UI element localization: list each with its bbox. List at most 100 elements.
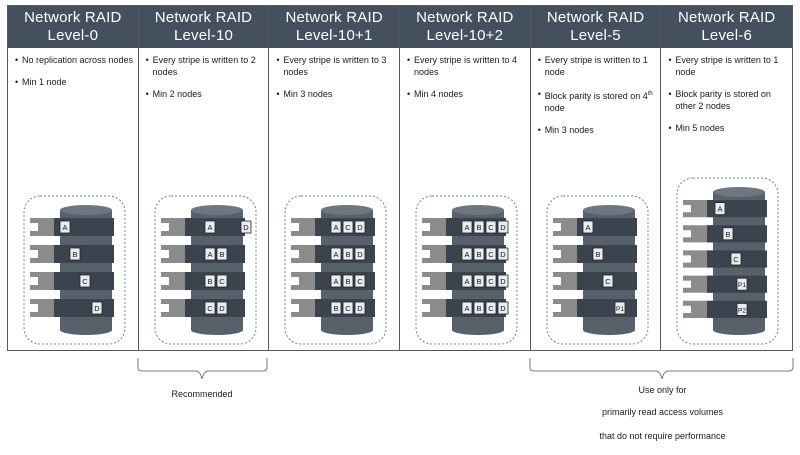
- data-block: C: [79, 274, 91, 288]
- block-box: [461, 301, 473, 315]
- block-label: B: [595, 250, 600, 259]
- block-label: C: [488, 250, 494, 259]
- block-box: [69, 247, 81, 261]
- data-block: D: [91, 301, 103, 315]
- bullet-list: Every stripe is written to 1 node Block …: [531, 48, 661, 136]
- data-block: D: [240, 220, 252, 234]
- block-box: [714, 202, 726, 215]
- block-label: B: [346, 277, 351, 286]
- block-box: [342, 274, 354, 288]
- data-block: C: [485, 274, 497, 288]
- data-block: B: [69, 247, 81, 261]
- data-block: A: [461, 247, 473, 261]
- data-block: C: [354, 274, 366, 288]
- bullet-item: Block parity is stored on other 2 nodes: [668, 88, 788, 112]
- data-block: C: [204, 301, 216, 315]
- block-box: [330, 247, 342, 261]
- block-box: [736, 302, 748, 316]
- block-box: [592, 247, 604, 261]
- block-label: C: [82, 277, 88, 286]
- column-header: Network RAID Level-6: [661, 6, 793, 48]
- data-block: B: [216, 247, 228, 261]
- block-box: [216, 247, 228, 261]
- dashed-frame: [284, 195, 387, 345]
- dashed-frame: [415, 195, 518, 345]
- bullet-item: Min 5 nodes: [668, 122, 788, 134]
- block-label: A: [334, 277, 339, 286]
- node-band: [54, 245, 114, 263]
- block-label: D: [500, 250, 506, 259]
- block-label: C: [346, 223, 352, 232]
- data-block: B: [330, 301, 342, 315]
- column-raid-10: Network RAID Level-10 Every stripe is wr…: [138, 6, 270, 350]
- block-label: A: [207, 250, 212, 259]
- dashed-frame: [676, 177, 779, 345]
- block-label: B: [219, 250, 224, 259]
- header-line-2: Level-10+2: [426, 27, 504, 44]
- block-box: [342, 301, 354, 315]
- block-box: [485, 220, 497, 234]
- block-box: [602, 274, 614, 288]
- block-label: D: [358, 304, 364, 313]
- block-label: D: [500, 223, 506, 232]
- block-box: [330, 220, 342, 234]
- block-label: C: [219, 277, 225, 286]
- block-box: [497, 220, 509, 234]
- header-line-2: Level-5: [570, 27, 621, 44]
- bullet-item: Min 3 nodes: [276, 88, 395, 100]
- data-block: C: [602, 274, 614, 288]
- block-label: A: [465, 304, 470, 313]
- bracket-lines: [137, 358, 794, 380]
- block-label: D: [358, 223, 364, 232]
- cylinder-bottom: [452, 325, 505, 335]
- node-band: [707, 225, 768, 243]
- block-label: A: [465, 250, 470, 259]
- block-box: [216, 301, 228, 315]
- data-block: D: [354, 301, 366, 315]
- block-box: [216, 274, 228, 288]
- block-label: A: [334, 223, 339, 232]
- header-line-1: Network RAID: [285, 9, 383, 26]
- data-block: A: [204, 220, 216, 234]
- recommended-bracket: [137, 358, 268, 380]
- data-block: C: [485, 220, 497, 234]
- dashed-frame: [546, 195, 649, 345]
- data-block: B: [342, 247, 354, 261]
- header-line-1: Network RAID: [154, 9, 253, 26]
- data-block: D: [497, 301, 509, 315]
- node-band: [576, 299, 637, 317]
- cylinder-bottom: [713, 325, 766, 335]
- block-label: C: [488, 304, 494, 313]
- cylinder-top: [452, 205, 505, 215]
- column-raid-5: Network RAID Level-5 Every stripe is wri…: [530, 6, 662, 350]
- bullet-item: Min 4 nodes: [407, 88, 526, 100]
- block-box: [736, 277, 748, 291]
- data-block: A: [330, 247, 342, 261]
- block-label: D: [243, 223, 249, 232]
- block-label: P2: [738, 307, 746, 314]
- data-block: C: [730, 252, 742, 266]
- superscript-th: th: [647, 91, 653, 97]
- data-block: C: [485, 301, 497, 315]
- block-label: B: [207, 277, 212, 286]
- block-box: [354, 301, 366, 315]
- readonly-note-line-2: primarily read access volumes: [601, 407, 724, 417]
- block-box: [497, 274, 509, 288]
- block-label: A: [465, 277, 470, 286]
- cylinder-top: [713, 187, 766, 197]
- block-box: [91, 301, 103, 315]
- cylinder-top: [190, 205, 243, 215]
- block-box: [473, 247, 485, 261]
- header-line-2: Level-6: [701, 27, 752, 44]
- block-box: [330, 274, 342, 288]
- block-box: [473, 220, 485, 234]
- block-box: [204, 247, 216, 261]
- block-label: C: [207, 304, 213, 313]
- block-label: C: [358, 277, 364, 286]
- column-header: Network RAID Level-5: [530, 6, 661, 48]
- block-box: [204, 220, 216, 234]
- block-label: B: [477, 223, 482, 232]
- block-box: [59, 220, 71, 234]
